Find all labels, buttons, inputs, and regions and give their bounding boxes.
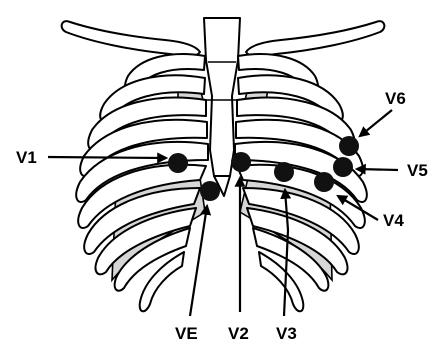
electrode-v2	[231, 152, 251, 172]
label-v4: V4	[383, 211, 404, 230]
label-v6: V6	[385, 89, 406, 108]
label-v3: V3	[276, 324, 297, 343]
electrode-v3	[274, 162, 294, 182]
arrow-ve	[190, 206, 207, 316]
label-v5: V5	[407, 161, 428, 180]
label-v1: V1	[16, 148, 37, 167]
label-v2: V2	[228, 324, 249, 343]
electrode-v4	[314, 172, 334, 192]
right-clavicle	[246, 21, 384, 56]
arrow-v1	[48, 157, 166, 158]
electrode-v5	[333, 157, 353, 177]
electrode-v1	[168, 153, 188, 173]
label-ve: VE	[175, 324, 198, 343]
left-clavicle	[62, 21, 200, 56]
electrode-v6	[339, 136, 359, 156]
arrow-v6	[360, 110, 392, 136]
electrode-ve	[200, 181, 220, 201]
arrow-v5	[357, 169, 398, 170]
